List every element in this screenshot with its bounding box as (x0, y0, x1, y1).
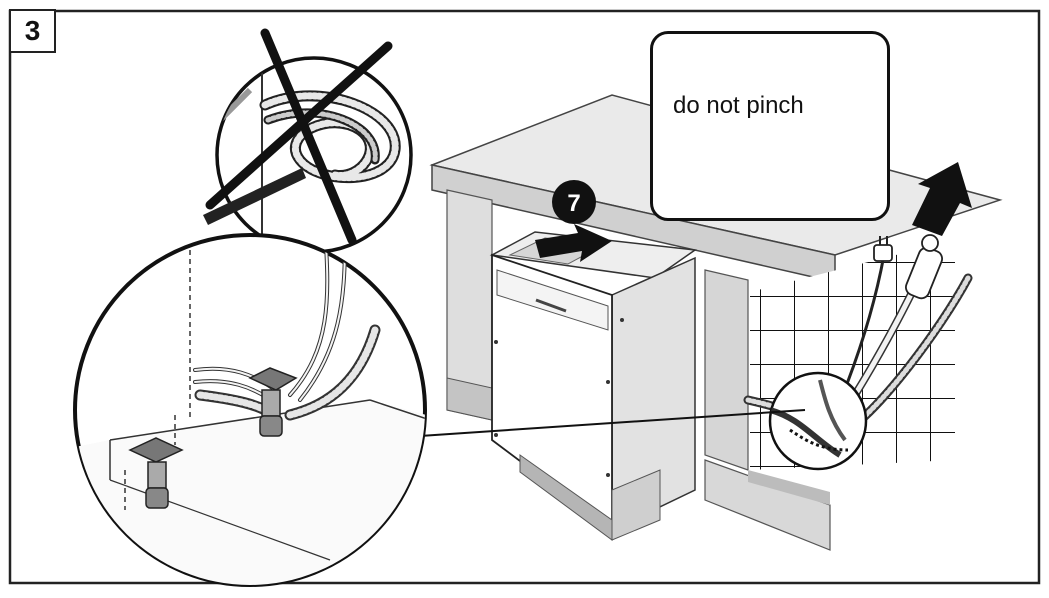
detail-pointer-line (419, 409, 806, 437)
aquastop-valve (905, 234, 943, 300)
outer-frame (8, 9, 1041, 585)
dishwasher (489, 231, 698, 541)
push-step-number: 7 (567, 190, 580, 217)
hose-detail-circle (768, 371, 868, 471)
rear-adjustable-foot (248, 367, 298, 437)
warning-callout: do not pinch (650, 31, 890, 221)
callout-text: do not pinch (673, 92, 804, 119)
push-arrow (535, 224, 612, 262)
power-plug (873, 236, 893, 262)
step-number-badge: 3 (9, 9, 56, 53)
push-step-marker: 7 (552, 180, 596, 224)
prohibited-hose-kink-circle (203, 28, 413, 254)
front-adjustable-foot (128, 437, 184, 509)
feet-detail-circle (73, 233, 427, 587)
pull-out-arrow (912, 162, 972, 236)
